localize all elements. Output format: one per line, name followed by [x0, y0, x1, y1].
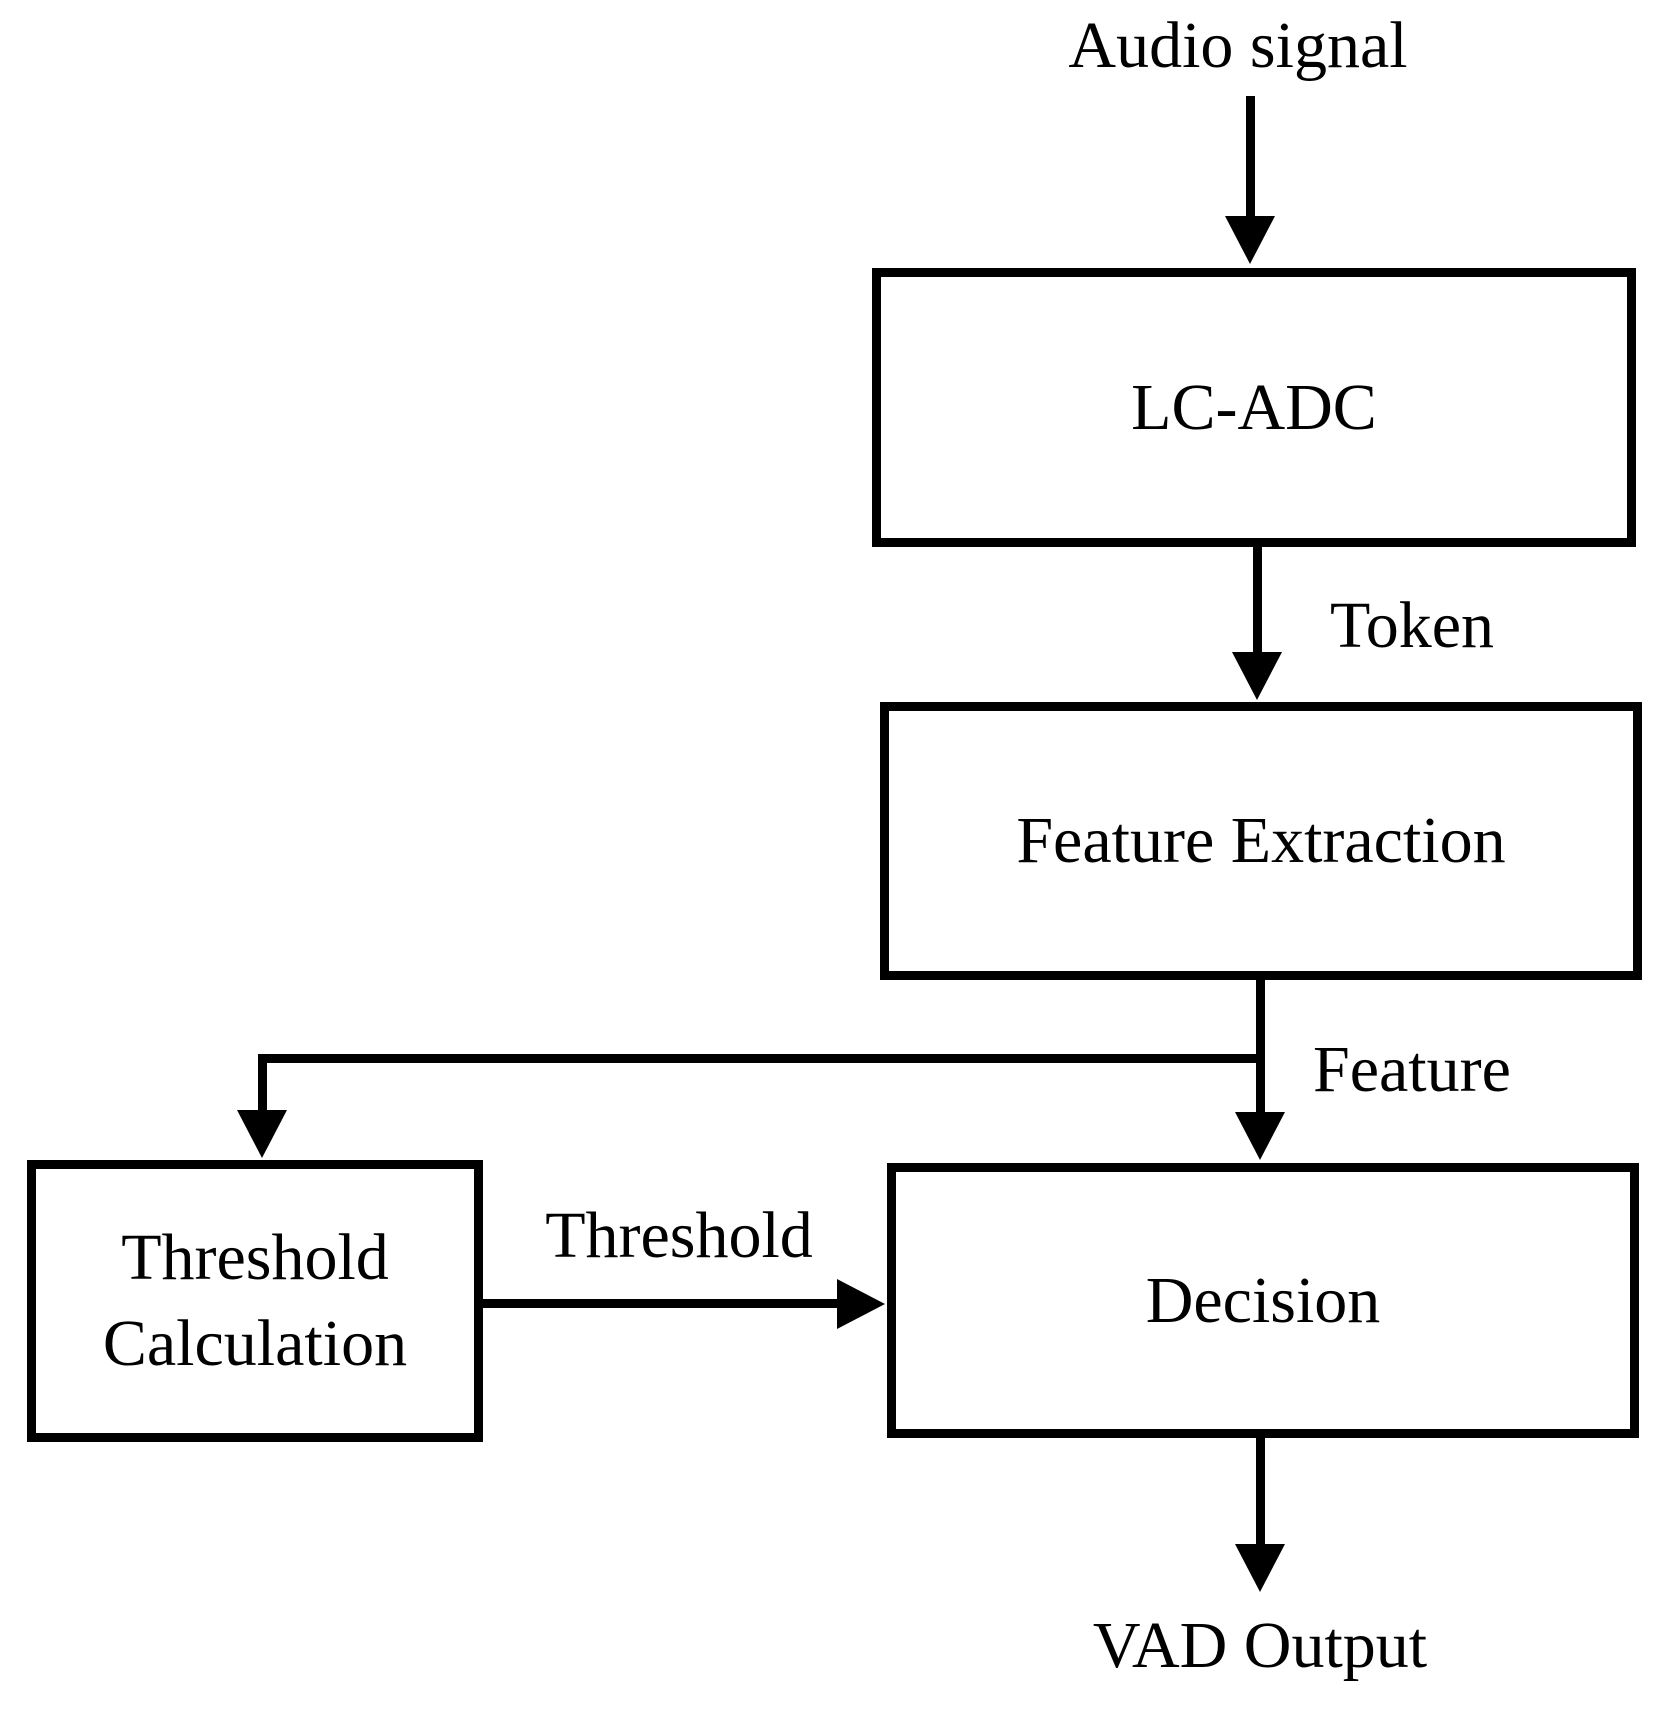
- lcadc-node: LC-ADC: [872, 268, 1636, 547]
- threshold-edge-label: Threshold: [545, 1199, 813, 1272]
- decision-label: Decision: [1145, 1263, 1381, 1337]
- audio-signal-label: Audio signal: [1068, 9, 1408, 82]
- threshold-calculation-label-line2: Calculation: [102, 1307, 408, 1380]
- feature-edge-label: Feature: [1313, 1033, 1511, 1106]
- vad-output-arrowhead-icon: [1235, 1544, 1285, 1592]
- decision-node: Decision: [887, 1163, 1639, 1438]
- feature-branch-vline: [258, 1054, 267, 1118]
- threshold-calculation-node: Threshold Calculation: [27, 1160, 483, 1442]
- token-arrowhead-icon: [1232, 652, 1282, 700]
- audio-to-lcadc-arrowhead-icon: [1225, 216, 1275, 264]
- feature-branch-hline: [258, 1054, 1265, 1063]
- vad-output-arrow-line: [1256, 1438, 1265, 1552]
- audio-to-lcadc-arrow-line: [1246, 96, 1255, 222]
- feature-arrowhead-icon: [1235, 1112, 1285, 1160]
- lcadc-label: LC-ADC: [1131, 370, 1377, 444]
- token-arrow-line: [1253, 547, 1262, 660]
- threshold-calculation-label-line1: Threshold: [121, 1221, 389, 1295]
- feature-extraction-node: Feature Extraction: [880, 702, 1642, 980]
- feature-extraction-label: Feature Extraction: [1016, 804, 1506, 878]
- feature-branch-arrowhead-icon: [237, 1110, 287, 1158]
- vad-output-label: VAD Output: [1092, 1609, 1428, 1682]
- threshold-arrowhead-icon: [837, 1279, 885, 1329]
- feature-arrow-line: [1256, 980, 1265, 1120]
- threshold-arrow-line: [483, 1299, 845, 1308]
- token-edge-label: Token: [1330, 589, 1495, 662]
